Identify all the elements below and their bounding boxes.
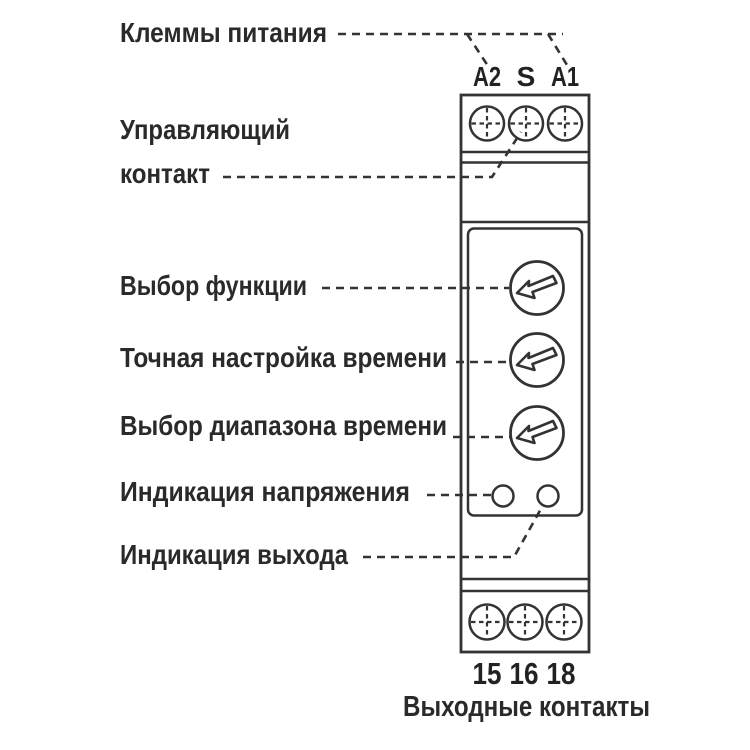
time-range-label: Выбор диапазона времени (120, 410, 447, 441)
pin-label-18: 18 (547, 656, 576, 691)
screw-terminal-icon (468, 105, 506, 142)
voltage-led-icon (491, 484, 515, 508)
control-contact-label-line2: контакт (120, 158, 210, 189)
terminal-label-a2: A2 (473, 61, 501, 92)
terminal-label-a1: A1 (551, 61, 579, 92)
control-contact-label-line1: Управляющий (120, 114, 290, 145)
screw-terminal-icon (506, 603, 544, 641)
function-select-knob (509, 260, 565, 316)
screw-terminal-icon (545, 603, 583, 641)
power-terminals-label: Клеммы питания (120, 17, 327, 48)
screw-terminal-icon (546, 105, 584, 142)
bottom-terminal-block: 15 16 18 Выходные контакты (403, 603, 650, 723)
leader-output-indication (363, 506, 544, 559)
top-terminal-block: A2 S A1 (468, 61, 584, 142)
time-range-knob (509, 405, 565, 461)
leader-power-branch-a1 (546, 33, 569, 66)
terminal-label-s: S (517, 61, 536, 92)
output-led-icon (536, 484, 560, 508)
leader-lines (223, 32, 569, 559)
annotations: Клеммы питания Управляющий контакт Выбор… (120, 17, 447, 570)
function-select-label: Выбор функции (120, 270, 307, 301)
output-indication-label: Индикация выхода (120, 539, 348, 570)
time-fine-tune-knob (509, 332, 565, 388)
output-terminals-caption: Выходные контакты (403, 691, 650, 723)
pin-label-16: 16 (510, 656, 539, 691)
voltage-indication-label: Индикация напряжения (120, 476, 410, 507)
pin-label-15: 15 (473, 656, 502, 691)
leader-power-branch-a2 (465, 33, 490, 67)
screw-terminal-icon (507, 105, 545, 142)
front-panel-controls (491, 260, 565, 508)
leader-control-contact (223, 131, 523, 179)
time-fine-tune-label: Точная настройка времени (120, 342, 447, 373)
screw-terminal-icon (468, 603, 506, 641)
